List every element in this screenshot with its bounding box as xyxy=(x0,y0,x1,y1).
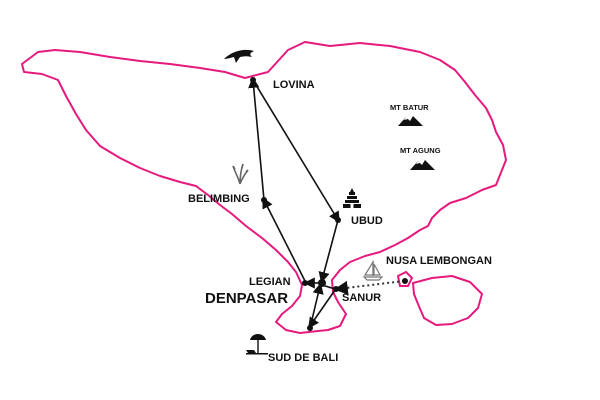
route-legian-belimbing xyxy=(262,197,306,282)
stop-legian xyxy=(302,280,308,286)
label-sanur: SANUR xyxy=(342,292,382,304)
nusa-penida-coastline xyxy=(412,275,483,326)
stops xyxy=(250,77,408,331)
mountain-icon xyxy=(410,160,435,170)
label-belimbing: BELIMBING xyxy=(188,193,250,205)
stop-lovina xyxy=(250,77,256,83)
nusa-lembongan-islet xyxy=(396,270,414,287)
label-sud-de-bali: SUD DE BALI xyxy=(268,352,339,364)
stop-nusa-lembongan xyxy=(402,278,408,284)
temple-icon xyxy=(343,188,361,208)
route xyxy=(248,76,405,329)
label-mt-agung: MT AGUNG xyxy=(400,146,441,155)
rice-plant-icon xyxy=(232,163,249,185)
ferry-route xyxy=(333,280,405,295)
label-lovina: LOVINA xyxy=(273,79,315,91)
route-ubud-denpasar xyxy=(318,219,339,284)
dolphin-icon xyxy=(224,49,254,63)
stop-denpasar xyxy=(318,279,326,287)
beach-umbrella-icon xyxy=(246,334,268,355)
label-denpasar: DENPASAR xyxy=(205,290,289,307)
sailboat-icon xyxy=(362,259,384,281)
label-ubud: UBUD xyxy=(351,215,383,227)
label-mt-batur: MT BATUR xyxy=(390,103,429,112)
route-sud-denpasar xyxy=(309,282,324,329)
stop-ubud xyxy=(335,217,341,223)
mountain-icon xyxy=(398,116,423,126)
stop-sanur xyxy=(333,286,339,292)
route-belimbing-lovina xyxy=(248,76,265,201)
route-sanur-sud xyxy=(308,289,336,329)
label-nusa-lembongan: NUSA LEMBONGAN xyxy=(386,255,492,267)
bali-coastline xyxy=(21,41,507,334)
stop-belimbing xyxy=(261,197,267,203)
label-legian: LEGIAN xyxy=(249,276,291,288)
stop-sud-de-bali xyxy=(307,325,313,331)
route-lovina-ubud xyxy=(252,79,340,223)
